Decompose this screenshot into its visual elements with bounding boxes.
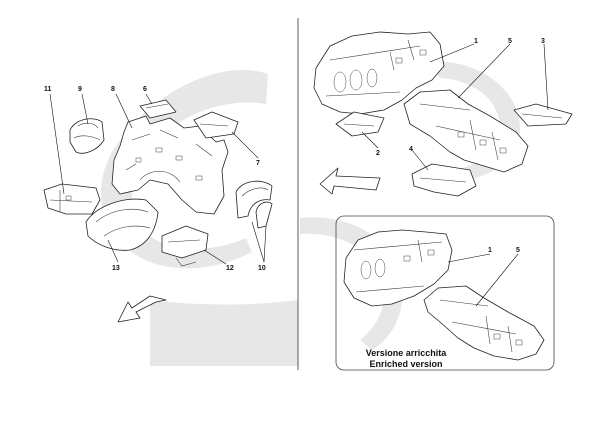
callout-12: 12	[226, 265, 234, 272]
leader-lines	[49, 43, 549, 307]
callout-5: 5	[508, 38, 512, 45]
part-4-pad	[411, 163, 477, 197]
arrow-down-left-icon	[117, 295, 167, 323]
part-1-bulkhead	[313, 31, 445, 115]
inset-caption-italian: Versione arricchita	[366, 348, 448, 358]
callout-6: 6	[143, 86, 147, 93]
part-9-shield	[69, 118, 105, 154]
inset-callout-1: 1	[488, 247, 492, 254]
callout-4: 4	[409, 146, 413, 153]
part-11-tunnel-sheet	[43, 183, 101, 215]
part-13-curved-cover	[85, 198, 159, 251]
callout-9: 9	[78, 86, 82, 93]
inset-caption-english: Enriched version	[369, 359, 442, 369]
callout-labels: 1 2 3 4 5 6 7 8 9 10 11 12 13 1 5	[44, 38, 545, 272]
inset-part-5-tunnel	[423, 285, 545, 361]
callout-11: 11	[44, 86, 52, 93]
enriched-version-inset-frame	[335, 215, 555, 371]
callout-8: 8	[111, 86, 115, 93]
callout-1: 1	[474, 38, 478, 45]
callout-2: 2	[376, 150, 380, 157]
callout-10: 10	[258, 265, 266, 272]
part-8-floor-insulation	[111, 115, 229, 215]
part-7-pad	[193, 111, 239, 139]
arrow-right-icon	[319, 167, 381, 195]
inset-callout-5: 5	[516, 247, 520, 254]
part-2-pad	[335, 111, 385, 137]
callout-3: 3	[541, 38, 545, 45]
part-3-pad	[513, 103, 573, 127]
part-10-wheel-arch-shield	[235, 180, 273, 229]
inset-part-1-bulkhead	[343, 229, 453, 307]
part-12-bracket-panel	[161, 225, 209, 267]
callout-7: 7	[256, 160, 260, 167]
part-5-tunnel	[403, 89, 529, 173]
callout-13: 13	[112, 265, 120, 272]
background-swoosh-bottom	[150, 300, 298, 366]
part-6-pad	[139, 99, 177, 119]
